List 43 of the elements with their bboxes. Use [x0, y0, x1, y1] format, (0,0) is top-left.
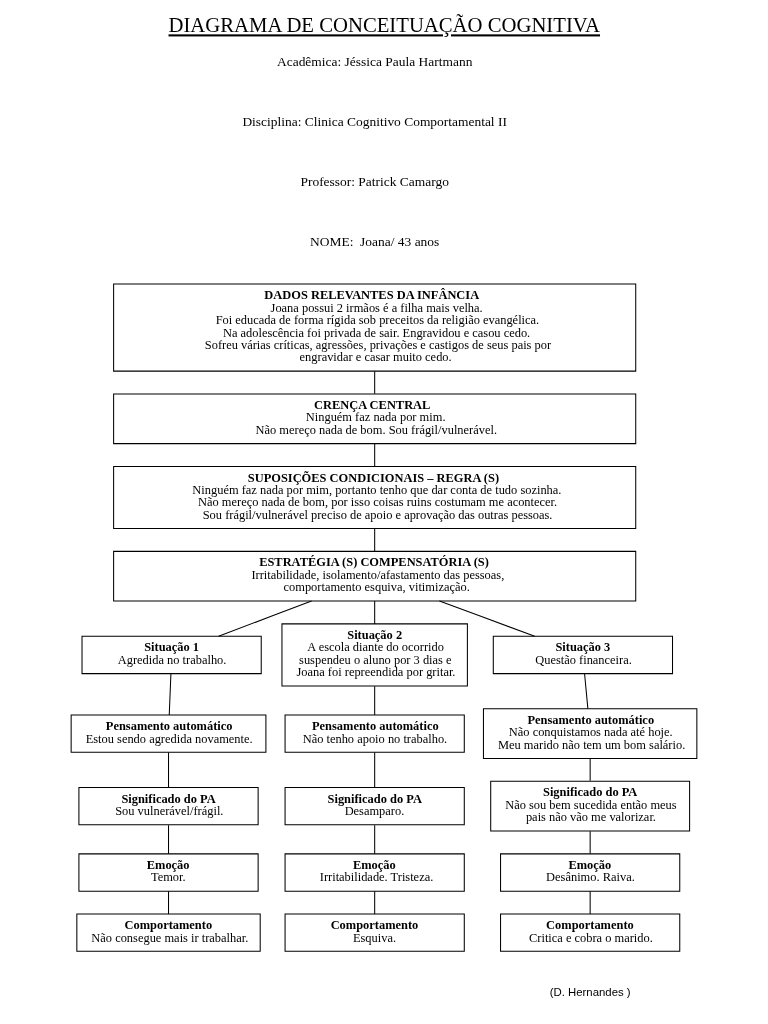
node-box: Emoção Irritabilidade. Tristeza. [284, 853, 465, 892]
node-box: Significado do PA Não sou bem sucedida então meus pais não vão me valorizar. [490, 780, 691, 832]
label: Professor: Patrick Camargo [300, 174, 449, 190]
connector [374, 890, 376, 915]
node-box: Significado do PA Desamparo. [284, 787, 465, 826]
connector [374, 443, 376, 467]
node-box: Emoção Temor. [78, 853, 259, 892]
connector [168, 890, 170, 915]
connector [584, 673, 589, 710]
connector [589, 758, 591, 782]
node-box: SUPOSIÇÕES CONDICIONAIS – REGRA (S) Ninguém faz nada por mim, portanto tenho que dar conta de tudo sozinha. Não mereço nada de bom, por isso coisas ruins costumam me acontecer. Sou frágil/vulnerável preciso de apoio e aprovação das outras pessoas. [113, 465, 637, 530]
label: (D. Hernandes ) [549, 985, 631, 998]
node-box: CRENÇA CENTRAL Ninguém faz nada por mim. Não mereço nada de bom. Sou frágil/vulnerável. [113, 393, 637, 445]
connector [218, 600, 313, 637]
connector [168, 673, 172, 716]
connector [168, 752, 170, 788]
connector [438, 600, 536, 637]
label: Disciplina: Clinica Cognitivo Comportamental II [242, 114, 507, 130]
connector [168, 824, 170, 855]
node-box: Pensamento automático Não tenho apoio no trabalho. [284, 714, 465, 753]
connector [589, 830, 591, 855]
label: NOME: Joana/ 43 anos [310, 234, 440, 250]
connector [374, 824, 376, 855]
node-box: Significado do PA Sou vulnerável/frágil. [78, 787, 259, 826]
label: Acadêmica: Jéssica Paula Hartmann [276, 53, 473, 69]
node-box: ESTRATÉGIA (S) COMPENSATÓRIA (S) Irritabilidade, isolamento/afastamento das pessoas, comportamento esquiva, vitimização. [113, 550, 637, 602]
node-box: Pensamento automático Estou sendo agredida novamente. [70, 714, 267, 753]
node-box: Comportamento Esquiva. [284, 913, 465, 952]
connector [374, 685, 376, 716]
connector [374, 752, 376, 788]
node-box: Situação 3 Questão financeira. [492, 635, 674, 675]
node-box: Comportamento Não consegue mais ir trabalhar. [76, 913, 261, 952]
connector [374, 370, 376, 395]
node-box: Pensamento automático Não conquistamos nada até hoje. Meu marido não tem um bom salário. [482, 708, 698, 760]
node-box: Situação 1 Agredida no trabalho. [81, 635, 262, 675]
node-box: Comportamento Critica e cobra o marido. [500, 913, 681, 952]
diagram-title: DIAGRAMA DE CONCEITUAÇÃO COGNITIVA [168, 14, 601, 37]
node-box: DADOS RELEVANTES DA INFÂNCIA Joana possui 2 irmãos é a filha mais velha. Foi educada de forma rígida sob preceitos da religião evangélica. Na adolescência foi privada de sair. Engravidou e casou cedo. Sofreu várias críticas, agressões, privações e castigos de seus pais por engravidar e casar muito cedo. [113, 283, 637, 372]
connector [374, 600, 376, 625]
node-box: Situação 2 A escola diante do ocorrido suspendeu o aluno por 3 dias e Joana foi repreendida por gritar. [281, 623, 468, 687]
connector [589, 890, 591, 915]
connector [374, 528, 376, 552]
node-box: Emoção Desânimo. Raiva. [500, 853, 681, 892]
